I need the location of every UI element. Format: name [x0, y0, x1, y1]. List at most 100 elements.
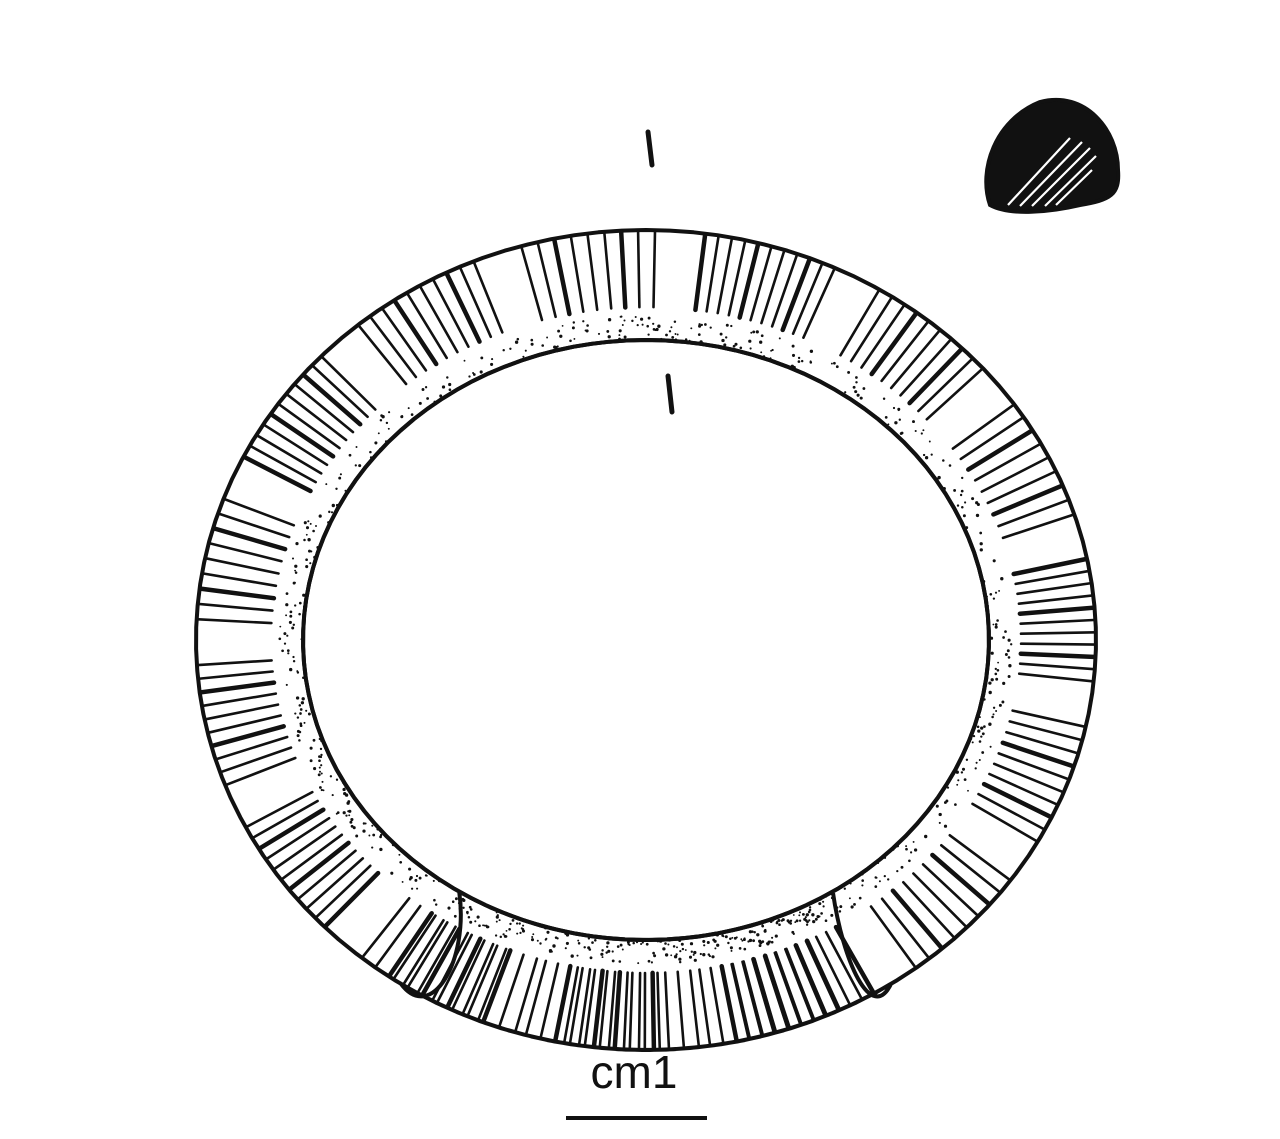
stipple-dot — [606, 941, 609, 944]
stipple-dot — [640, 318, 643, 321]
stipple-dot — [811, 913, 814, 916]
stipple-dot — [859, 897, 862, 900]
stipple-dot — [792, 345, 795, 348]
stipple-dot — [519, 922, 521, 924]
stipple-dot — [923, 454, 925, 456]
stipple-dot — [825, 919, 828, 922]
stipple-dot — [771, 937, 773, 939]
stipple-dot — [517, 338, 520, 341]
stipple-dot — [294, 604, 296, 606]
stipple-dot — [897, 408, 900, 411]
stipple-dot — [682, 948, 684, 950]
stipple-dot — [831, 897, 833, 899]
stipple-dot — [995, 592, 997, 594]
stipple-dot — [993, 707, 995, 709]
stipple-dot — [300, 708, 303, 711]
stipple-dot — [374, 441, 377, 444]
stipple-dot — [472, 372, 474, 374]
stipple-dot — [805, 919, 808, 922]
stipple-dot — [380, 414, 383, 417]
stipple-dot — [991, 678, 994, 681]
stipple-dot — [290, 611, 293, 614]
stipple-dot — [681, 943, 684, 946]
stipple-dot — [669, 330, 671, 332]
stipple-dot — [966, 759, 968, 761]
stipple-dot — [853, 386, 856, 389]
stipple-dot — [448, 383, 451, 386]
stipple-dot — [707, 941, 710, 944]
stipple-dot — [810, 350, 813, 353]
stipple-dot — [997, 669, 1000, 672]
stipple-dot — [278, 637, 281, 640]
stipple-dot — [694, 959, 697, 962]
stipple-dot — [808, 919, 810, 921]
stipple-dot — [506, 930, 508, 932]
stipple-dot — [727, 942, 729, 944]
stipple-dot — [1004, 630, 1007, 633]
stipple-dot — [781, 919, 783, 921]
stipple-dot — [1000, 577, 1003, 580]
stipple-dot — [310, 523, 312, 525]
stipple-dot — [320, 764, 322, 766]
stipple-dot — [602, 956, 604, 958]
stipple-dot — [468, 916, 471, 919]
stipple-dot — [292, 557, 294, 559]
stipple-dot — [790, 920, 792, 922]
stipple-dot — [815, 918, 818, 921]
stipple-dot — [281, 649, 284, 652]
stipple-dot — [298, 613, 301, 616]
stipple-dot — [648, 960, 651, 963]
stipple-dot — [299, 602, 302, 605]
stipple-dot — [306, 526, 309, 529]
stipple-dot — [972, 741, 974, 743]
stipple-dot — [297, 671, 299, 673]
stipple-dot — [598, 333, 600, 335]
stipple-dot — [294, 565, 297, 568]
stipple-dot — [482, 924, 484, 926]
stipple-dot — [388, 428, 390, 430]
stipple-dot — [287, 652, 289, 654]
stipple-dot — [981, 751, 984, 754]
stipple-dot — [591, 941, 594, 944]
stipple-dot — [759, 944, 762, 947]
stipple-dot — [957, 779, 959, 781]
stipple-dot — [989, 691, 992, 694]
stipple-dot — [939, 822, 941, 824]
stipple-dot — [319, 767, 321, 769]
stipple-dot — [960, 494, 962, 496]
stipple-dot — [679, 950, 681, 952]
bracelet-band — [193, 226, 1100, 1054]
stipple-dot — [539, 942, 541, 944]
stipple-dot — [573, 321, 575, 323]
stipple-dot — [922, 429, 924, 431]
stipple-dot — [823, 905, 825, 907]
stipple-dot — [997, 662, 999, 664]
stipple-dot — [319, 771, 321, 773]
stipple-dot — [297, 716, 299, 718]
stipple-dot — [995, 623, 998, 626]
section-mark-bottom — [668, 376, 672, 412]
stipple-dot — [299, 712, 302, 715]
stipple-dot — [304, 521, 307, 524]
stipple-dot — [716, 944, 719, 947]
stipple-dot — [830, 914, 833, 917]
stipple-dot — [874, 885, 877, 888]
stipple-dot — [313, 739, 316, 742]
stipple-dot — [637, 324, 639, 326]
stipple-dot — [653, 954, 656, 957]
stipple-dot — [531, 938, 534, 941]
stipple-dot — [756, 330, 759, 333]
stipple-dot — [612, 950, 614, 952]
stipple-dot — [740, 347, 743, 350]
stipple-dot — [617, 945, 620, 948]
stipple-dot — [777, 919, 780, 922]
stipple-dot — [522, 925, 524, 927]
stipple-dot — [647, 333, 649, 335]
stipple-dot — [541, 344, 544, 347]
stipple-dot — [295, 571, 298, 574]
stipple-dot — [894, 421, 897, 424]
stipple-dot — [355, 835, 358, 838]
stipple-dot — [462, 899, 465, 902]
stipple-dot — [953, 489, 956, 492]
stipple-dot — [566, 942, 569, 945]
